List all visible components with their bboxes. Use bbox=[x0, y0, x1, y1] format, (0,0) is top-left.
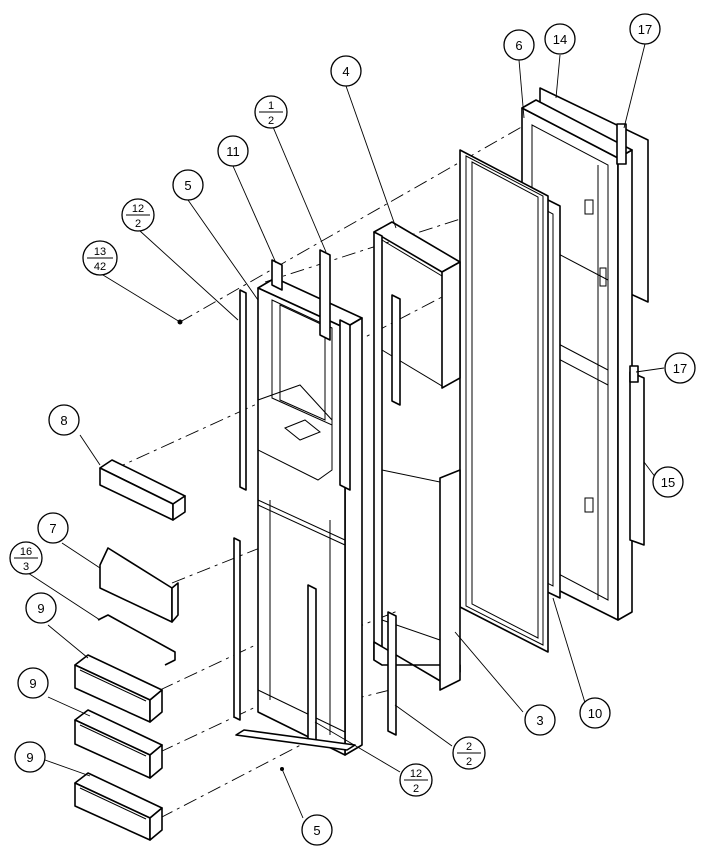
callout-1-over-2: 1 2 bbox=[254, 95, 288, 129]
callout-3: 3 bbox=[524, 704, 556, 736]
callout-number: 8 bbox=[60, 413, 67, 428]
callout-13-over-42: 13 42 bbox=[82, 240, 118, 276]
callout-2-over-2: 2 2 bbox=[452, 736, 486, 770]
callout-number-top: 13 bbox=[94, 246, 106, 258]
callout-12-over-2-upper: 12 2 bbox=[121, 198, 155, 232]
callout-4: 4 bbox=[330, 55, 362, 87]
callout-number: 17 bbox=[638, 22, 652, 37]
callout-7: 7 bbox=[37, 512, 69, 544]
callout-number: 3 bbox=[536, 713, 543, 728]
callout-16-over-3: 16 3 bbox=[9, 541, 43, 575]
part-trim-strips bbox=[387, 294, 401, 736]
part-wire-bar bbox=[97, 614, 176, 666]
callout-9-bottom: 9 bbox=[14, 741, 46, 773]
callout-number-top: 2 bbox=[466, 741, 472, 753]
part-door-liner bbox=[459, 149, 549, 653]
callout-15: 15 bbox=[652, 466, 684, 498]
leader-lines bbox=[27, 43, 665, 819]
callout-10: 10 bbox=[579, 697, 611, 729]
callout-17-upper: 17 bbox=[629, 13, 661, 45]
part-door-bin-3 bbox=[74, 772, 163, 841]
callout-number-top: 12 bbox=[132, 203, 144, 215]
callout-number: 10 bbox=[588, 706, 602, 721]
callout-number: 5 bbox=[313, 823, 320, 838]
part-shelf-wire bbox=[99, 547, 179, 623]
callout-number-bottom: 2 bbox=[268, 115, 274, 127]
callout-11: 11 bbox=[217, 135, 249, 167]
part-door-bin-1 bbox=[74, 654, 163, 723]
callout-number-bottom: 2 bbox=[135, 218, 141, 230]
callout-9-middle: 9 bbox=[17, 667, 49, 699]
callout-number-top: 16 bbox=[20, 546, 32, 558]
callout-number: 7 bbox=[49, 521, 56, 536]
callout-number: 17 bbox=[673, 361, 687, 376]
callout-8: 8 bbox=[48, 404, 80, 436]
callout-number: 4 bbox=[342, 64, 349, 79]
callout-number-bottom: 42 bbox=[94, 261, 106, 273]
callout-5-lower: 5 bbox=[301, 814, 333, 846]
callout-number-bottom: 2 bbox=[413, 783, 419, 795]
callout-6: 6 bbox=[503, 29, 535, 61]
part-side-rails bbox=[233, 249, 351, 746]
callout-9-top: 9 bbox=[25, 592, 57, 624]
callout-number: 9 bbox=[26, 750, 33, 765]
callout-number-top: 12 bbox=[410, 768, 422, 780]
part-hinge-upper bbox=[616, 123, 627, 165]
callout-number: 11 bbox=[226, 144, 240, 159]
callout-number: 9 bbox=[29, 676, 36, 691]
callout-number: 15 bbox=[661, 475, 675, 490]
callout-number: 5 bbox=[184, 178, 191, 193]
callout-number: 6 bbox=[515, 38, 522, 53]
callout-5-upper: 5 bbox=[172, 169, 204, 201]
callout-number: 14 bbox=[553, 32, 567, 47]
callout-number-bottom: 2 bbox=[466, 756, 472, 768]
part-breaker-frame bbox=[373, 221, 461, 691]
callout-14: 14 bbox=[544, 23, 576, 55]
callout-number: 9 bbox=[37, 601, 44, 616]
part-hinge-lower bbox=[629, 365, 645, 546]
part-shelf-small bbox=[99, 459, 186, 521]
callout-17-lower: 17 bbox=[664, 352, 696, 384]
callout-12-over-2-lower: 12 2 bbox=[399, 763, 433, 797]
callout-number-top: 1 bbox=[268, 100, 274, 112]
callout-number-bottom: 3 bbox=[23, 561, 29, 573]
